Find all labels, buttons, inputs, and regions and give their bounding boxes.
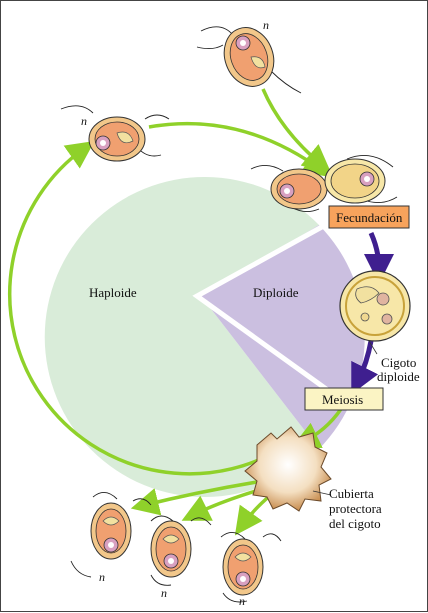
meiosis-label: Meiosis [322,392,363,407]
haploid-cycle-arrow [8,140,295,476]
n-label-daughter-2: n [161,586,167,600]
diploid-zygote [339,270,411,342]
left-haploid-cell [60,105,170,162]
n-label-daughter-3: n [239,594,245,608]
fertilization-to-zygote-arrow [363,231,394,284]
upper-arc-arrow [148,121,332,178]
n-label-daughter-1: n [99,570,105,584]
zygote-to-meiosis-arrow [351,340,379,395]
phase-divider [192,220,331,394]
cover-label-line1: Cubierta [329,486,374,501]
cover-label-line3: del cigoto [329,516,381,531]
fertilization-box: Fecundación [328,205,410,229]
daughter-cell-3 [220,532,282,603]
meiosis-box: Meiosis [304,387,384,411]
daughter-arrow-1 [130,479,264,516]
haploid-label: Haploide [89,285,137,300]
fusing-gametes [250,154,398,212]
cover-pointer [312,490,332,496]
n-label-top: n [263,18,269,32]
cover-label-line2: protectora [329,501,382,516]
haploid-phase-region [44,177,319,497]
zygote-label-line1: Cigoto [381,355,416,370]
n-label-left: n [81,114,87,128]
top-haploid-cell [196,26,302,94]
gamete-arrow [261,88,332,173]
zygote-pointer [368,340,378,355]
zygote-protective-cover [244,426,332,512]
daughter-cell-2 [150,515,212,586]
daughter-cell-1 [70,492,152,578]
diploid-label: Diploide [253,285,299,300]
zygote-label-line2: diploide [377,369,420,384]
fertilization-label: Fecundación [336,210,403,225]
